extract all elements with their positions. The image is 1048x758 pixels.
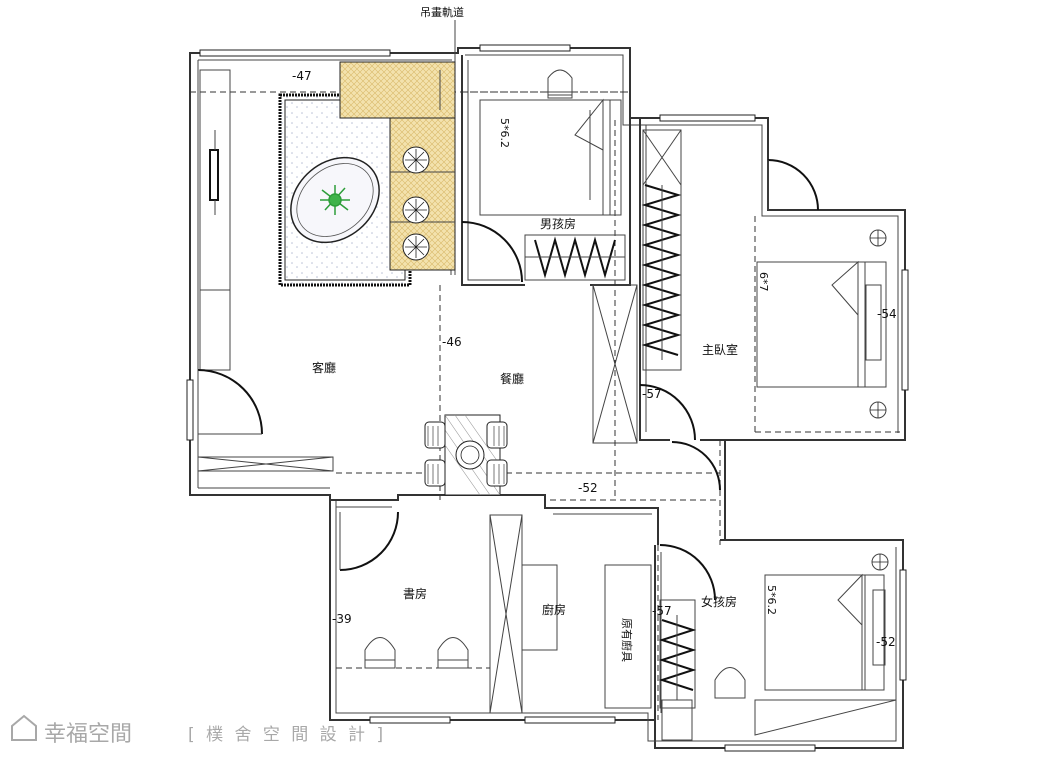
tv-cabinet [199,69,231,371]
study-door[interactable] [339,511,399,571]
girl-room-furniture [658,553,897,741]
master-door[interactable] [639,384,696,441]
room-label-kitchen: 廚房 [542,602,566,617]
room-label-dining: 餐廳 [500,371,524,386]
dimension-label: -39 [332,612,352,626]
master-bed [756,229,887,419]
master-wardrobe [641,129,682,371]
bed-size-master: 6*7 [757,272,770,292]
watermark: 幸福空間 [ 樸 舍 空 間 設 計 ] [11,714,386,747]
windows [186,44,909,752]
dimension-label: -52 [578,481,598,495]
bed-size-girl: 5*6.2 [765,585,778,615]
study-chairs [364,637,469,669]
track-callout-label: 吊畫軌道 [420,5,464,19]
boy-room-door[interactable] [461,221,523,283]
watermark-brand: 幸福空間 [44,722,132,747]
dimension-label: -57 [652,604,672,618]
dimension-label: -52 [876,635,896,649]
room-label-girl: 女孩房 [701,594,737,609]
dimension-label: -46 [442,335,462,349]
boy-room-furniture [479,69,626,281]
dimension-label: -57 [642,387,662,401]
house-logo-icon [11,714,37,741]
coffee-table [290,156,380,244]
room-label-master: 主臥室 [702,342,738,357]
kitchen-cabinet-label: 原有廚具 [620,618,634,662]
room-label-living: 客廳 [312,360,336,375]
bed-size-boy: 5*6.2 [498,118,511,148]
living-door[interactable] [197,369,263,435]
girl-room-door[interactable] [659,441,721,601]
master-bath-door[interactable] [767,159,819,211]
room-label-study: 書房 [403,586,427,601]
watermark-designer: [ 樸 舍 空 間 設 計 ] [188,725,386,745]
sofa [339,61,456,271]
dimension-label: -54 [877,307,897,321]
dining-table [424,414,508,496]
dimension-label: -47 [292,69,312,83]
kitchen-counter [521,564,652,709]
room-label-boy: 男孩房 [540,216,576,231]
